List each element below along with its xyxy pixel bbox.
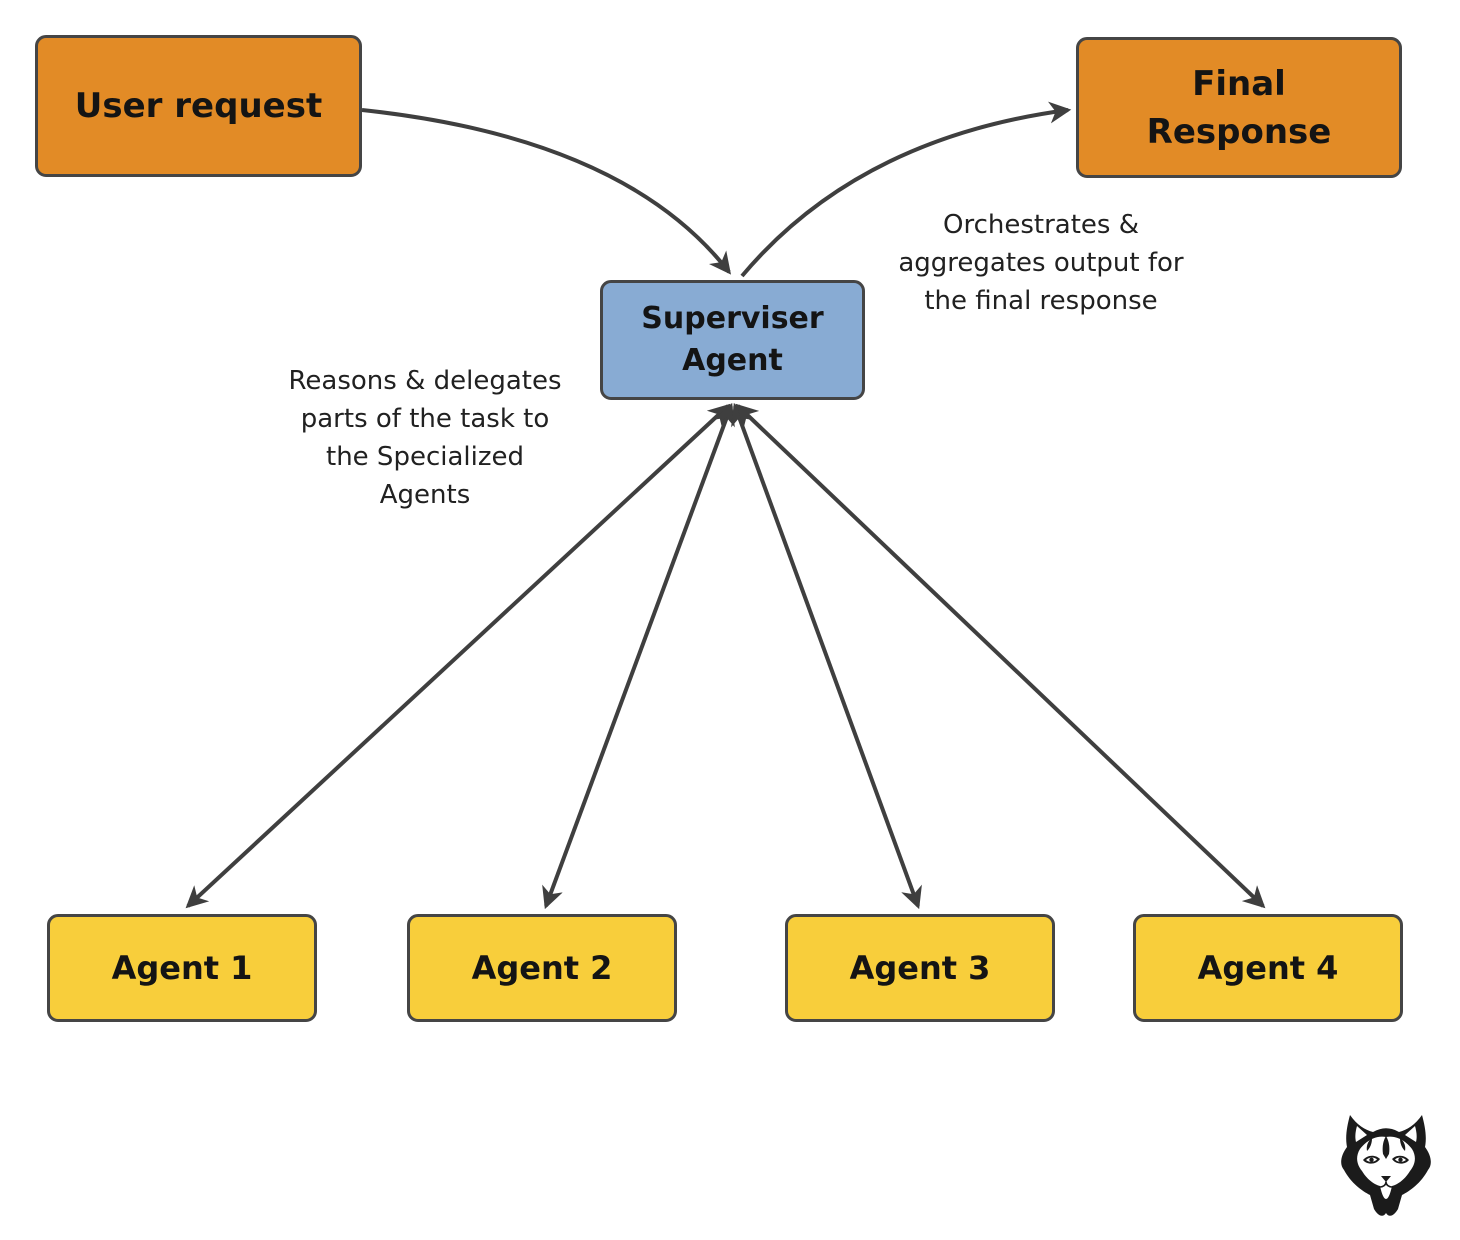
cat-mouth	[1379, 1181, 1393, 1188]
edge-superviser-to-agent-3	[731, 402, 922, 910]
cat-pupil-right	[1398, 1157, 1403, 1162]
annotation-delegation: Reasons & delegates parts of the task to…	[288, 366, 562, 510]
node-agent-2-label: Agent 2	[471, 949, 613, 987]
node-agent-4: Agent 4	[1133, 914, 1403, 1022]
node-user-request: User request	[35, 35, 362, 177]
cat-side-stripe-right	[1400, 1138, 1406, 1151]
node-agent-3: Agent 3	[785, 914, 1055, 1022]
node-agent-1: Agent 1	[47, 914, 317, 1022]
node-final-response-label: Final Response	[1146, 63, 1332, 152]
node-user-request-label: User request	[74, 86, 323, 126]
node-agent-1-label: Agent 1	[111, 949, 253, 987]
annotation-orchestration: Orchestrates & aggregates output for the…	[898, 210, 1184, 316]
cat-pupil-left	[1369, 1157, 1374, 1162]
cat-mascot-logo	[1341, 1115, 1431, 1216]
cat-inner-ear-left	[1355, 1126, 1367, 1142]
cat-nose	[1381, 1176, 1391, 1182]
cat-side-stripe-left	[1366, 1138, 1372, 1151]
cat-forehead-stripe	[1382, 1136, 1390, 1159]
node-superviser-agent: Superviser Agent	[600, 280, 865, 400]
node-agent-2: Agent 2	[407, 914, 677, 1022]
cat-face	[1357, 1136, 1415, 1199]
node-superviser-agent-label: Superviser Agent	[641, 301, 824, 378]
edge-superviser-to-agent-4	[735, 403, 1266, 909]
edge-user-request-to-superviser	[361, 108, 732, 275]
cat-inner-ear-right	[1405, 1126, 1417, 1142]
node-agent-4-label: Agent 4	[1197, 949, 1339, 987]
node-final-response: Final Response	[1076, 37, 1402, 178]
node-agent-3-label: Agent 3	[849, 949, 991, 987]
